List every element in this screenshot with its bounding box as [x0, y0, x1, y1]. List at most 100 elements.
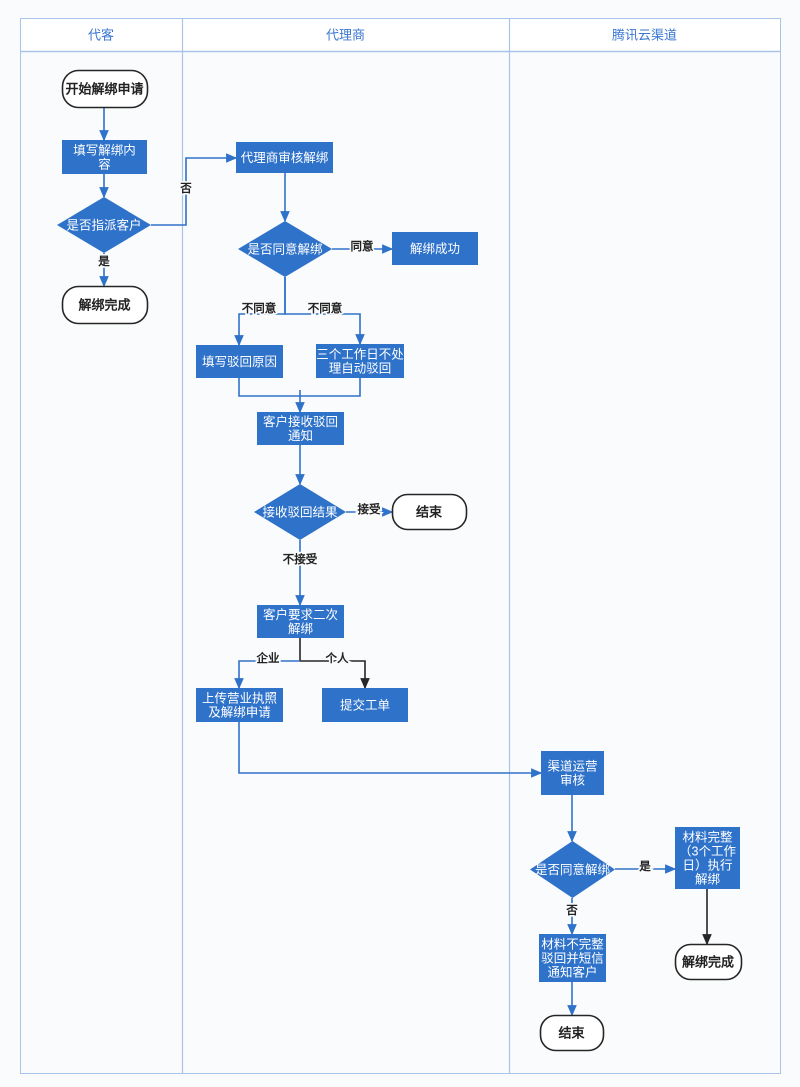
- edge-upload-to-channel-review: [238, 722, 543, 778]
- material-incomplete-reject-label: 通知客户: [547, 965, 597, 980]
- channel-operation-review-label: 渠道运营: [547, 760, 597, 774]
- submit-ticket[interactable]: 提交工单: [322, 688, 408, 722]
- unbind-finished-customer-label: 解绑完成: [77, 298, 130, 313]
- edge-auto-reject-to-notice: [300, 378, 361, 397]
- end-agent-label: 结束: [416, 505, 443, 520]
- fill-reject-reason[interactable]: 填写驳回原因: [196, 345, 283, 378]
- receive-reject-result-label: 接收驳回结果: [262, 505, 338, 520]
- edge-channel-yes-to-material-complete-label: 是: [638, 860, 651, 873]
- edge-agent-disagree-to-fill-reason-label: 不同意: [242, 301, 277, 315]
- agent-review-unbind-label: 代理商审核解绑: [241, 150, 329, 165]
- channel-operation-review-label: 审核: [560, 773, 586, 788]
- edge-fill-reason-to-notice: [238, 378, 300, 397]
- flowchart-nodes: 开始解绑申请填写解绑内容是否指派客户解绑完成代理商审核解绑是否同意解绑解绑成功填…: [57, 69, 743, 1052]
- agent-review-unbind-shape[interactable]: [236, 142, 333, 173]
- material-incomplete-reject-label: 材料不完整: [541, 937, 604, 952]
- material-incomplete-reject-label: 驳回并短信: [541, 952, 604, 966]
- edge-agent-disagree-to-auto-reject: [284, 277, 365, 346]
- material-complete-execute-label: 解绑: [695, 873, 720, 887]
- agent-review-unbind[interactable]: 代理商审核解绑: [236, 142, 333, 173]
- unbind-finished-tencent-label: 解绑完成: [681, 955, 734, 970]
- lane-title-lane-agent: 代理商: [326, 28, 365, 43]
- fill-reject-reason-label: 填写驳回原因: [202, 355, 277, 369]
- swimlane-headers: 代客 代理商 腾讯云渠道: [88, 18, 677, 1073]
- receive-reject-result-shape[interactable]: [254, 484, 346, 540]
- edge-enterprise-to-upload-label: 企业: [256, 651, 280, 665]
- edge-assign-yes-to-finished-label: 是: [97, 255, 110, 268]
- customer-receive-reject-notice-label: 客户接收驳回: [263, 414, 338, 429]
- end-agent-shape[interactable]: [391, 493, 468, 531]
- edge-personal-to-ticket: [300, 660, 370, 690]
- channel-operation-review-shape[interactable]: [541, 751, 604, 795]
- lane-title-lane-customer: 代客: [88, 28, 114, 43]
- submit-ticket-shape[interactable]: [322, 688, 408, 722]
- is-assign-customer[interactable]: 是否指派客户: [57, 197, 151, 253]
- swimlane-body: [20, 51, 781, 1074]
- unbind-finished-tencent-shape[interactable]: [674, 943, 743, 981]
- customer-receive-reject-notice-label: 通知: [288, 429, 313, 443]
- lane-title-lane-tencent: 腾讯云渠道: [612, 28, 677, 43]
- edge-assign-no-to-agent-review-label: 否: [179, 182, 192, 195]
- auto-reject-3days-shape[interactable]: [316, 344, 404, 378]
- flowchart-edges: [99, 107, 712, 1017]
- auto-reject-3days-label: 理自动驳回: [329, 362, 392, 376]
- edge-agent-disagree-to-auto-reject-label: 不同意: [308, 301, 343, 315]
- submit-ticket-label: 提交工单: [340, 698, 390, 713]
- fill-unbind-content-shape[interactable]: [62, 140, 147, 174]
- is-assign-customer-shape[interactable]: [57, 197, 151, 253]
- end-agent[interactable]: 结束: [391, 493, 468, 531]
- customer-request-second-unbind-label: 客户要求二次: [263, 607, 338, 622]
- edge-agent-agree-to-success-label: 同意: [351, 239, 374, 253]
- unbind-success-label: 解绑成功: [410, 242, 460, 256]
- unbind-finished-tencent[interactable]: 解绑完成: [674, 943, 743, 981]
- material-complete-execute-label: （3个工作: [679, 845, 736, 859]
- receive-reject-result[interactable]: 接收驳回结果: [254, 484, 346, 540]
- is-assign-customer-label: 是否指派客户: [66, 218, 141, 233]
- end-tencent[interactable]: 结束: [539, 1014, 605, 1052]
- channel-agree-unbind-label: 是否同意解绑: [535, 862, 610, 877]
- swimlane-frame: [20, 18, 781, 1074]
- fill-unbind-content-label: 容: [98, 157, 111, 172]
- material-complete-execute-label: 日）执行: [682, 859, 732, 873]
- edge-channel-no-to-material-incomplete-label: 否: [565, 904, 578, 917]
- fill-reject-reason-shape[interactable]: [196, 345, 283, 378]
- unbind-success[interactable]: 解绑成功: [392, 232, 478, 265]
- edge-enterprise-to-upload: [234, 660, 300, 690]
- edge-assign-no-to-agent-review: [151, 153, 238, 226]
- customer-receive-reject-notice-shape[interactable]: [257, 412, 344, 445]
- material-complete-execute-label: 材料完整: [682, 830, 733, 845]
- customer-request-second-unbind-label: 解绑: [288, 622, 313, 636]
- fill-unbind-content-label: 填写解绑内: [73, 144, 136, 158]
- start-unbind-request-shape[interactable]: [61, 69, 149, 109]
- channel-agree-unbind-shape[interactable]: [530, 841, 615, 898]
- upload-license-and-application-shape[interactable]: [196, 688, 283, 722]
- channel-agree-unbind[interactable]: 是否同意解绑: [530, 841, 615, 898]
- end-tencent-shape[interactable]: [539, 1014, 605, 1052]
- customer-request-second-unbind-shape[interactable]: [257, 605, 344, 638]
- unbind-finished-customer-shape[interactable]: [61, 285, 149, 325]
- unbind-success-shape[interactable]: [392, 232, 478, 265]
- edge-accept-to-end-label: 接受: [358, 502, 381, 516]
- agent-agree-unbind[interactable]: 是否同意解绑: [238, 221, 332, 277]
- end-tencent-label: 结束: [558, 1026, 585, 1041]
- agent-agree-unbind-shape[interactable]: [238, 221, 332, 277]
- unbind-finished-customer[interactable]: 解绑完成: [61, 285, 149, 325]
- upload-license-and-application-label: 及解绑申请: [208, 706, 271, 720]
- material-complete-execute-shape[interactable]: [675, 827, 740, 889]
- upload-license-and-application-label: 上传营业执照: [202, 691, 277, 706]
- flowchart-edge-labels: 否是同意不同意不同意接受不接受企业个人是否: [96, 180, 653, 918]
- start-unbind-request[interactable]: 开始解绑申请: [61, 69, 149, 109]
- edge-not-accept-to-second-unbind-label: 不接受: [283, 552, 318, 566]
- agent-agree-unbind-label: 是否同意解绑: [247, 242, 322, 257]
- material-incomplete-reject-shape[interactable]: [539, 934, 606, 982]
